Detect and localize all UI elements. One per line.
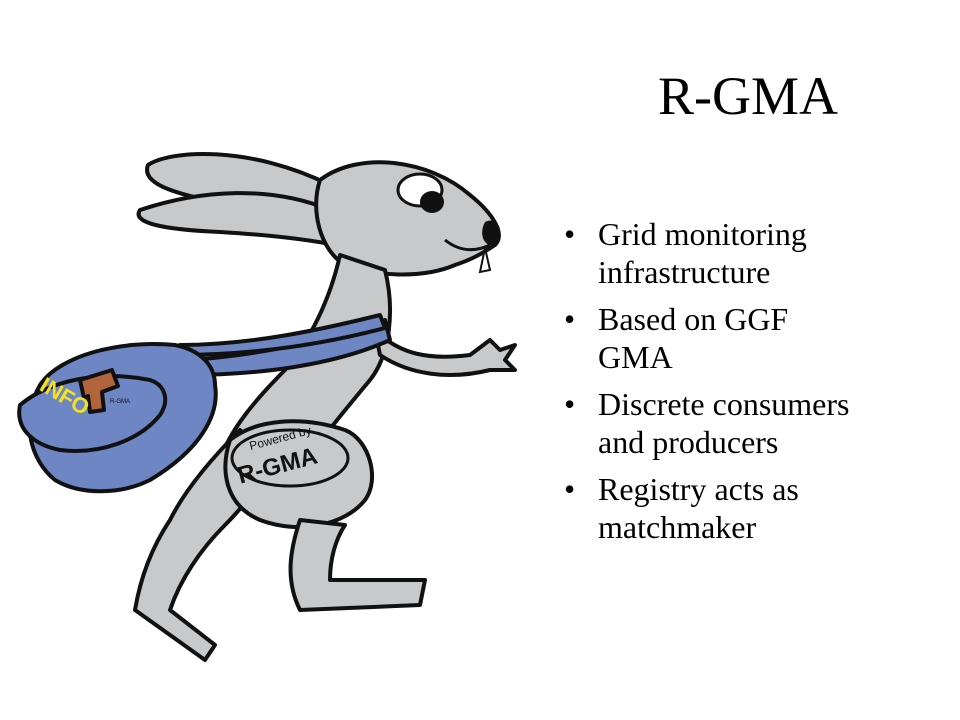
rgma-mascot-illustration: INFO R-GMA Powered by R-GMA [17,152,517,662]
bullet-text: Registry acts as matchmaker [598,471,799,545]
bullet-item: • Registry acts as matchmaker [560,470,860,546]
bag-tab [78,368,120,414]
rabbit-tooth [478,247,492,274]
bag-small-label: R-GMA [110,399,130,405]
bullet-item: • Based on GGF GMA [560,300,860,376]
bullet-dot: • [564,471,576,507]
powered-by-badge [230,428,350,488]
bullet-text: Discrete consumers and producers [598,386,850,460]
bullet-list: • Grid monitoring infrastructure • Based… [560,215,860,555]
slide-title: R-GMA [657,66,838,126]
rabbit-arm [373,328,517,377]
rabbit-front-ear [136,191,337,247]
bullet-dot: • [564,216,576,252]
bullet-text: Grid monitoring infrastructure [598,216,807,290]
bullet-dot: • [564,386,576,422]
rabbit-front-leg [288,518,427,612]
bullet-text: Based on GGF GMA [598,301,789,375]
rabbit-mouth [444,238,491,252]
bullet-dot: • [564,301,576,337]
rabbit-eye [396,172,444,213]
bullet-item: • Discrete consumers and producers [560,385,860,461]
bullet-item: • Grid monitoring infrastructure [560,215,860,291]
rabbit-nose [482,220,501,246]
